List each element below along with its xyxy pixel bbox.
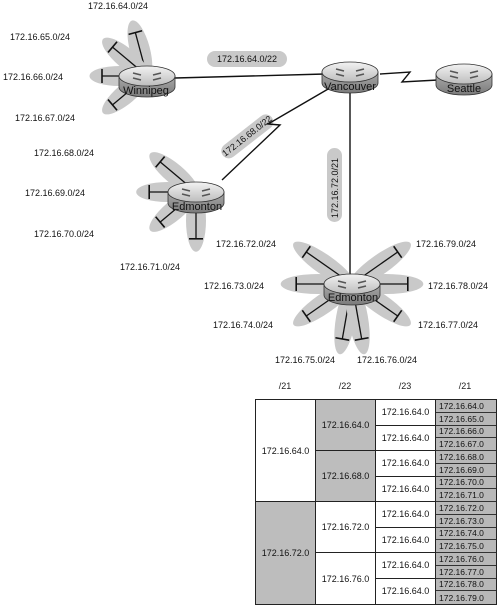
router-label-edmonton-b: Edmonton <box>328 292 378 304</box>
edmonton-b-lan-label: 172.16.72.0/24 <box>216 239 276 249</box>
router-seattle-icon <box>435 63 493 96</box>
table-cell-22: 172.16.76.0 <box>316 553 376 604</box>
edmonton-a-lan-label: 172.16.71.0/24 <box>120 262 180 272</box>
edmonton-b-lan-label: 172.16.76.0/24 <box>357 355 417 365</box>
table-cell-24: 172.16.71.0 <box>436 489 496 502</box>
table-cell-24: 172.16.64.0 <box>436 400 496 413</box>
edmonton-b-lan-segment-end <box>301 245 311 259</box>
table-cell-24: 172.16.78.0 <box>436 578 496 592</box>
winnipeg-lan-segment-end <box>107 41 118 53</box>
link-label-edmonton-vancouver: 172.16.68.0/22 <box>220 114 273 159</box>
router-edmonton-a-icon <box>167 181 225 214</box>
table-cell-24: 172.16.69.0 <box>436 463 496 477</box>
winnipeg-lan-label: 172.16.64.0/24 <box>88 1 148 11</box>
table-cell-24: 172.16.70.0 <box>436 476 496 490</box>
table-cell-24: 172.16.77.0 <box>436 565 496 579</box>
edmonton-a-lan-segment-end <box>155 156 166 168</box>
table-cell-24: 172.16.72.0 <box>436 502 496 515</box>
table-cell-23: 172.16.64.0 <box>376 425 436 451</box>
table-cell-23: 172.16.64.0 <box>376 476 436 502</box>
edmonton-b-lan-label: 172.16.73.0/24 <box>204 281 264 291</box>
router-vancouver-icon <box>321 61 379 94</box>
winnipeg-lan-label: 172.16.67.0/24 <box>15 113 75 123</box>
edmonton-a-lan-segment-end <box>155 216 166 228</box>
link-label-pill <box>327 148 342 222</box>
router-label-vancouver: Vancouver <box>324 81 376 93</box>
table-header: /23 <box>398 381 412 391</box>
table-cell-24: 172.16.76.0 <box>436 553 496 566</box>
winnipeg-lan-label: 172.16.66.0/24 <box>3 72 63 82</box>
edmonton-b-lan-segment-end <box>335 336 350 341</box>
table-cell-24: 172.16.73.0 <box>436 514 496 528</box>
table-grid: 172.16.64.0 172.16.72.0 172.16.64.0 172.… <box>255 399 497 605</box>
edmonton-b-lan-label: 172.16.75.0/24 <box>275 355 335 365</box>
table-cell-24: 172.16.68.0 <box>436 451 496 464</box>
edmonton-a-lan-label: 172.16.69.0/24 <box>25 188 85 198</box>
routers <box>118 61 493 306</box>
edmonton-b-lan-label: 172.16.77.0/24 <box>418 320 478 330</box>
table-header: /22 <box>338 381 352 391</box>
table-cell-21: 172.16.72.0 <box>256 502 316 604</box>
link-label-winnipeg-vancouver: 172.16.64.0/22 <box>217 54 277 64</box>
table-cell-24: 172.16.66.0 <box>436 425 496 439</box>
winnipeg-lan-segment-end <box>128 29 143 36</box>
router-label-winnipeg: Winnipeg <box>123 85 169 97</box>
router-winnipeg-icon <box>118 65 176 98</box>
table-header: /21 <box>458 381 472 391</box>
router-label-edmonton-a: Edmonton <box>172 201 222 213</box>
edmonton-b-lan-label: 172.16.74.0/24 <box>213 320 273 330</box>
winnipeg-lan-label: 172.16.65.0/24 <box>10 32 70 42</box>
winnipeg-lan-segment-end <box>107 99 118 111</box>
table-cell-23: 172.16.64.0 <box>376 578 436 604</box>
table-cell-22: 172.16.68.0 <box>316 451 376 502</box>
edmonton-b-lan-segment-end <box>393 245 403 259</box>
edmonton-a-lan-label: 172.16.68.0/24 <box>34 148 94 158</box>
table-cell-24: 172.16.67.0 <box>436 438 496 451</box>
router-edmonton-b-icon <box>323 273 381 306</box>
table-cell-22: 172.16.64.0 <box>316 400 376 451</box>
router-label-seattle: Seattle <box>447 83 481 95</box>
table-cell-24: 172.16.74.0 <box>436 527 496 541</box>
edmonton-a-lan-label: 172.16.70.0/24 <box>34 229 94 239</box>
edmonton-b-lan-segment-end <box>393 309 403 323</box>
table-cell-22: 172.16.72.0 <box>316 502 376 553</box>
edmonton-b-lan-label: 172.16.78.0/24 <box>428 281 488 291</box>
table-cell-24: 172.16.79.0 <box>436 591 496 604</box>
link-label-vancouver-edmonton-b: 172.16.72.0/21 <box>330 158 340 218</box>
edmonton-b-lan-segment-end <box>354 336 369 341</box>
table-cell-23: 172.16.64.0 <box>376 527 436 553</box>
link-label-pill <box>221 114 274 159</box>
table-cell-24: 172.16.65.0 <box>436 412 496 426</box>
table-cell-23: 172.16.64.0 <box>376 400 436 426</box>
table-cell-24: 172.16.75.0 <box>436 540 496 553</box>
table-cell-23: 172.16.64.0 <box>376 451 436 477</box>
link-label-pill <box>207 51 287 67</box>
edmonton-b-lan-label: 172.16.79.0/24 <box>416 239 476 249</box>
link-winnipeg-vancouver <box>174 73 326 79</box>
link-edmonton-vancouver <box>221 84 336 181</box>
edmonton-b-lan-segment-end <box>301 309 311 323</box>
network-topology-diagram: 172.16.64.0/24 172.16.65.0/24 172.16.66.… <box>3 1 493 365</box>
table-cell-23: 172.16.64.0 <box>376 502 436 528</box>
table-cell-21: 172.16.64.0 <box>256 400 316 502</box>
table-header: /21 <box>278 381 292 391</box>
link-vancouver-seattle <box>379 71 439 83</box>
table-cell-23: 172.16.64.0 <box>376 553 436 579</box>
